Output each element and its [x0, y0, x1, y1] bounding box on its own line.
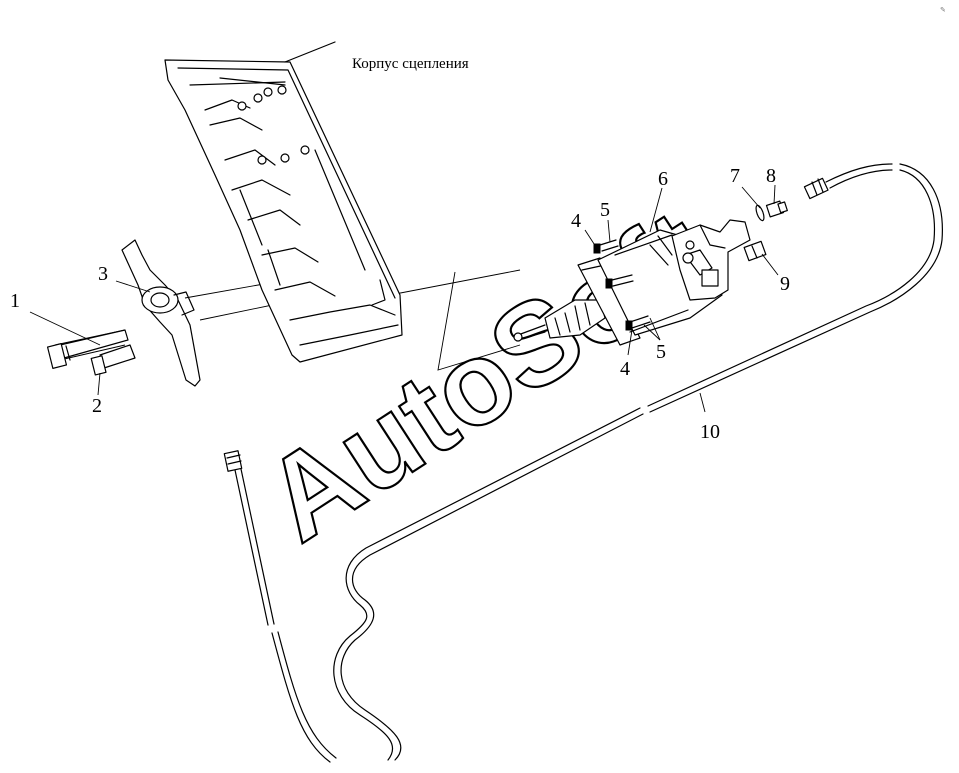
release-fork [121, 239, 201, 387]
release-cylinder [513, 219, 751, 346]
item-8-fitting [765, 200, 788, 218]
callout-1: 1 [10, 290, 20, 312]
callout-7: 7 [730, 165, 740, 187]
clutch-housing [164, 41, 403, 363]
housing-caption: Корпус сцепления [352, 56, 469, 72]
housing-hole [263, 87, 273, 97]
callout-4-top: 4 [571, 210, 581, 232]
hose-fitting [803, 177, 829, 200]
housing-hole [253, 93, 263, 103]
callout-8: 8 [766, 165, 776, 187]
bolt-1 [46, 329, 129, 369]
housing-hole [300, 145, 310, 155]
item-9-nut [743, 240, 767, 262]
callout-4-bottom: 4 [620, 358, 630, 380]
item-7-seal [755, 204, 765, 222]
corner-mark: ✎ [940, 7, 946, 14]
bolt-2 [90, 344, 136, 376]
callout-5-top: 5 [600, 199, 610, 221]
callout-2: 2 [92, 395, 102, 417]
callout-10: 10 [700, 421, 720, 443]
callout-3: 3 [98, 263, 108, 285]
housing-hole [277, 85, 287, 95]
callout-6: 6 [658, 168, 668, 190]
housing-hole [257, 155, 267, 165]
callout-9: 9 [780, 273, 790, 295]
housing-hole [280, 153, 290, 163]
callout-5-bottom: 5 [656, 341, 666, 363]
hydraulic-line [223, 163, 943, 763]
leader-lines [29, 184, 779, 413]
housing-hole [237, 101, 247, 111]
